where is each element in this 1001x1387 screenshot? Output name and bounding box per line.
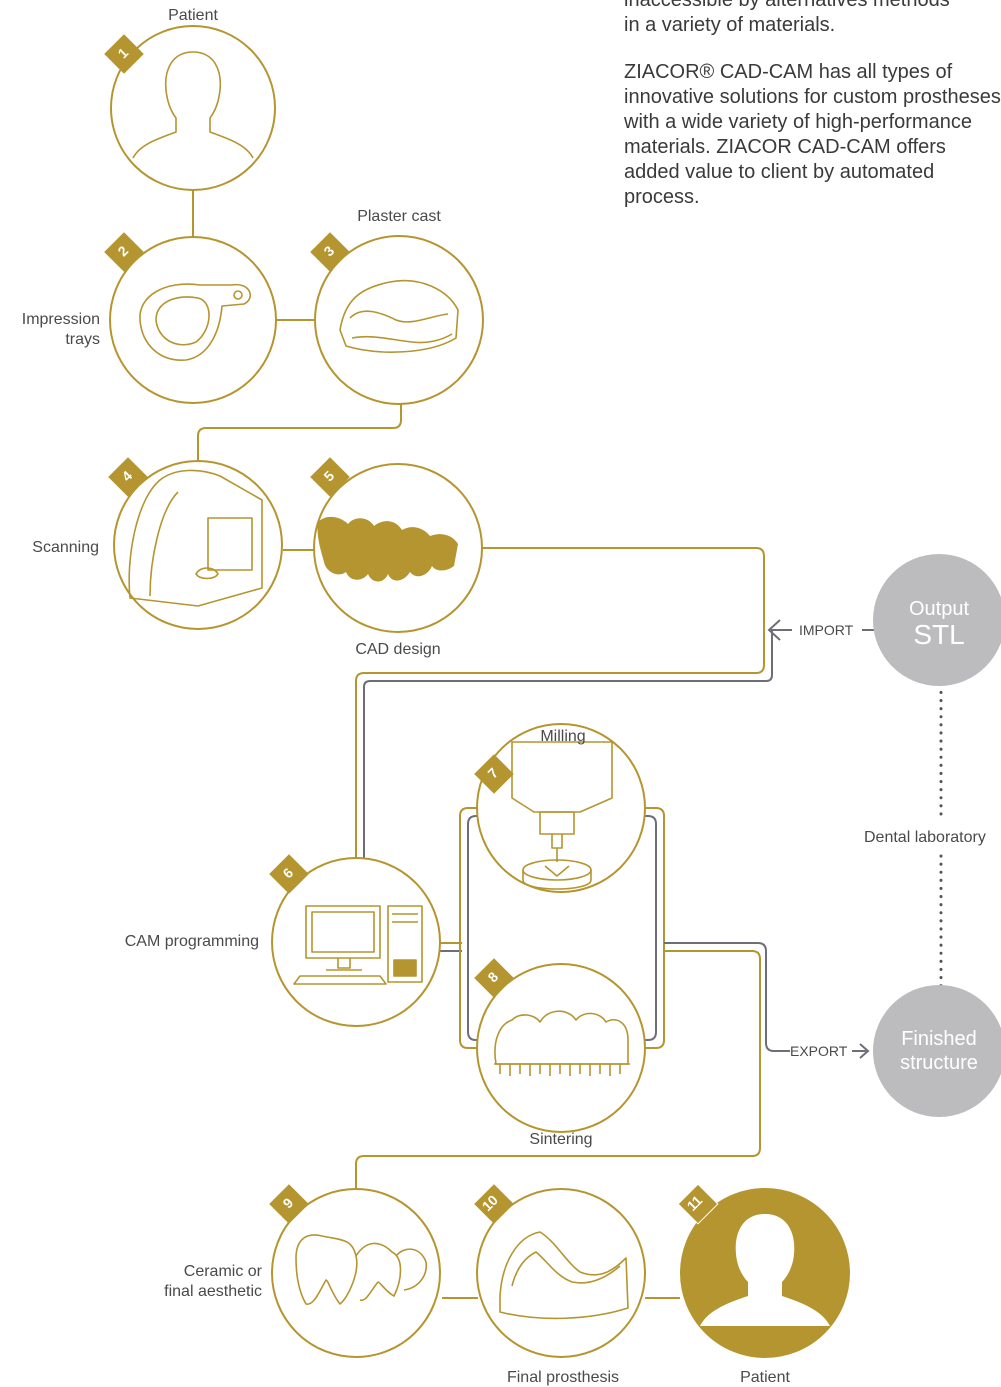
intro-paragraph-2: ZIACOR® CAD-CAM has all types of innovat…: [624, 61, 1001, 208]
badge-1: [104, 34, 144, 74]
step-11-label: Patient: [740, 1369, 790, 1386]
badge-6: [269, 854, 309, 894]
finished-label: Finished: [901, 1028, 977, 1050]
output-label: Output: [908, 598, 970, 620]
ceramic-crowns-icon: [295, 1234, 428, 1305]
milling-machine-icon: [511, 741, 613, 890]
output-stl-circle: Output STL: [873, 554, 1001, 686]
step-2-label: Impression trays: [21, 311, 100, 348]
export-label: EXPORT: [790, 1043, 848, 1059]
patient-11-silhouette-icon: [700, 1214, 830, 1326]
step-3-circle: [314, 235, 484, 405]
finished-structure-circle: Finished structure: [873, 985, 1001, 1117]
connector-5-import: [355, 547, 765, 858]
scanner-icon: [128, 469, 263, 607]
connector-export-grey: [664, 942, 790, 1052]
step-5-label: CAD design: [355, 641, 441, 658]
intro-para1-line2: in a variety of materials.: [624, 14, 836, 36]
step-3-label: Plaster cast: [357, 208, 441, 225]
step-1-circle: [110, 25, 276, 191]
step-2-circle: [109, 236, 277, 404]
step-7-label: Milling: [540, 728, 586, 745]
step-7-circle: [476, 723, 646, 893]
loop-mill-sinter: [459, 807, 478, 1049]
step-6-label: CAM programming: [124, 933, 259, 950]
connector-import-grey: [363, 630, 773, 858]
badge-2: [104, 232, 144, 272]
loop-mill-sinter-grey: [467, 815, 478, 1041]
final-prosthesis-icon: [499, 1231, 629, 1320]
step-4-circle: [113, 460, 283, 630]
dental-laboratory-label: Dental laboratory: [864, 829, 986, 846]
export-arrow-icon: [852, 1043, 870, 1059]
impression-tray-icon: [139, 283, 252, 361]
step-9-label: Ceramic or final aesthetic: [164, 1263, 262, 1300]
structure-label: structure: [900, 1052, 978, 1074]
intro-para1-line1: inaccessible by alternatives methods: [624, 0, 950, 11]
step-4-label: Scanning: [32, 539, 99, 556]
step-10-label: Final prosthesis: [506, 1369, 620, 1386]
import-label: IMPORT: [799, 622, 854, 638]
loop-mill-sinter-right-grey: [645, 815, 657, 1041]
computer-icon: [293, 905, 423, 985]
cad-bridge-icon: [317, 516, 458, 582]
stl-label: STL: [913, 619, 965, 650]
step-8-label: Sintering: [529, 1131, 593, 1148]
connector-3-4: [197, 404, 402, 463]
step-8-circle: [476, 963, 646, 1133]
plaster-cast-icon: [339, 279, 459, 353]
badge-5: [310, 457, 350, 497]
connector-to-9: [355, 950, 761, 1190]
loop-mill-sinter-right: [645, 807, 665, 1049]
badge-3: [310, 232, 350, 272]
badge-7: [474, 754, 514, 794]
step-1-label: Patient: [168, 7, 218, 24]
intro-paragraph-1: inaccessible by alternatives methods in …: [624, 0, 1001, 38]
badge-8: [474, 958, 514, 998]
intro-text: inaccessible by alternatives methods in …: [624, 0, 1001, 232]
patient-silhouette-icon: [132, 51, 254, 159]
badge-11: [677, 1183, 719, 1225]
sintered-teeth-icon: [494, 1010, 630, 1076]
import-arrow-icon: [767, 619, 792, 641]
